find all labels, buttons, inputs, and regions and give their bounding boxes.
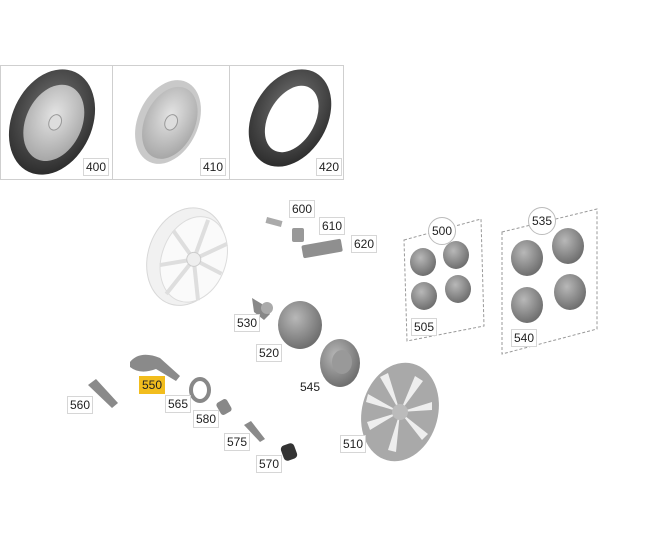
callout-620[interactable]: 620 xyxy=(351,235,378,253)
cap-set-panels xyxy=(403,208,598,355)
callout-400[interactable]: 400 xyxy=(83,158,110,176)
callout-575[interactable]: 575 xyxy=(224,433,251,451)
alloy-wheel-image xyxy=(146,207,228,306)
callout-410[interactable]: 410 xyxy=(200,158,227,176)
callout-560[interactable]: 560 xyxy=(67,396,94,414)
callout-550[interactable]: 550 xyxy=(139,376,166,394)
callout-420[interactable]: 420 xyxy=(316,158,343,176)
wheel-cover-image xyxy=(361,362,439,462)
tire-image[interactable] xyxy=(232,54,348,181)
complete-spare-wheel-image[interactable] xyxy=(0,55,111,189)
callout-530[interactable]: 530 xyxy=(234,314,261,332)
callout-580[interactable]: 580 xyxy=(193,410,220,428)
tpms-parts-image xyxy=(88,217,360,461)
callout-505[interactable]: 505 xyxy=(411,318,438,336)
callout-565[interactable]: 565 xyxy=(165,395,192,413)
callout-510[interactable]: 510 xyxy=(340,435,367,453)
callout-500[interactable]: 500 xyxy=(428,217,456,245)
callout-540[interactable]: 540 xyxy=(511,329,538,347)
callout-535[interactable]: 535 xyxy=(528,207,556,235)
callout-610[interactable]: 610 xyxy=(319,217,346,235)
hub-caps-image xyxy=(410,228,586,323)
top-panel-frames xyxy=(0,65,344,180)
callout-520[interactable]: 520 xyxy=(256,344,283,362)
callout-600[interactable]: 600 xyxy=(289,200,316,218)
steel-rim-image[interactable] xyxy=(122,69,214,174)
callout-545[interactable]: 545 xyxy=(300,380,321,394)
callout-570[interactable]: 570 xyxy=(256,455,283,473)
